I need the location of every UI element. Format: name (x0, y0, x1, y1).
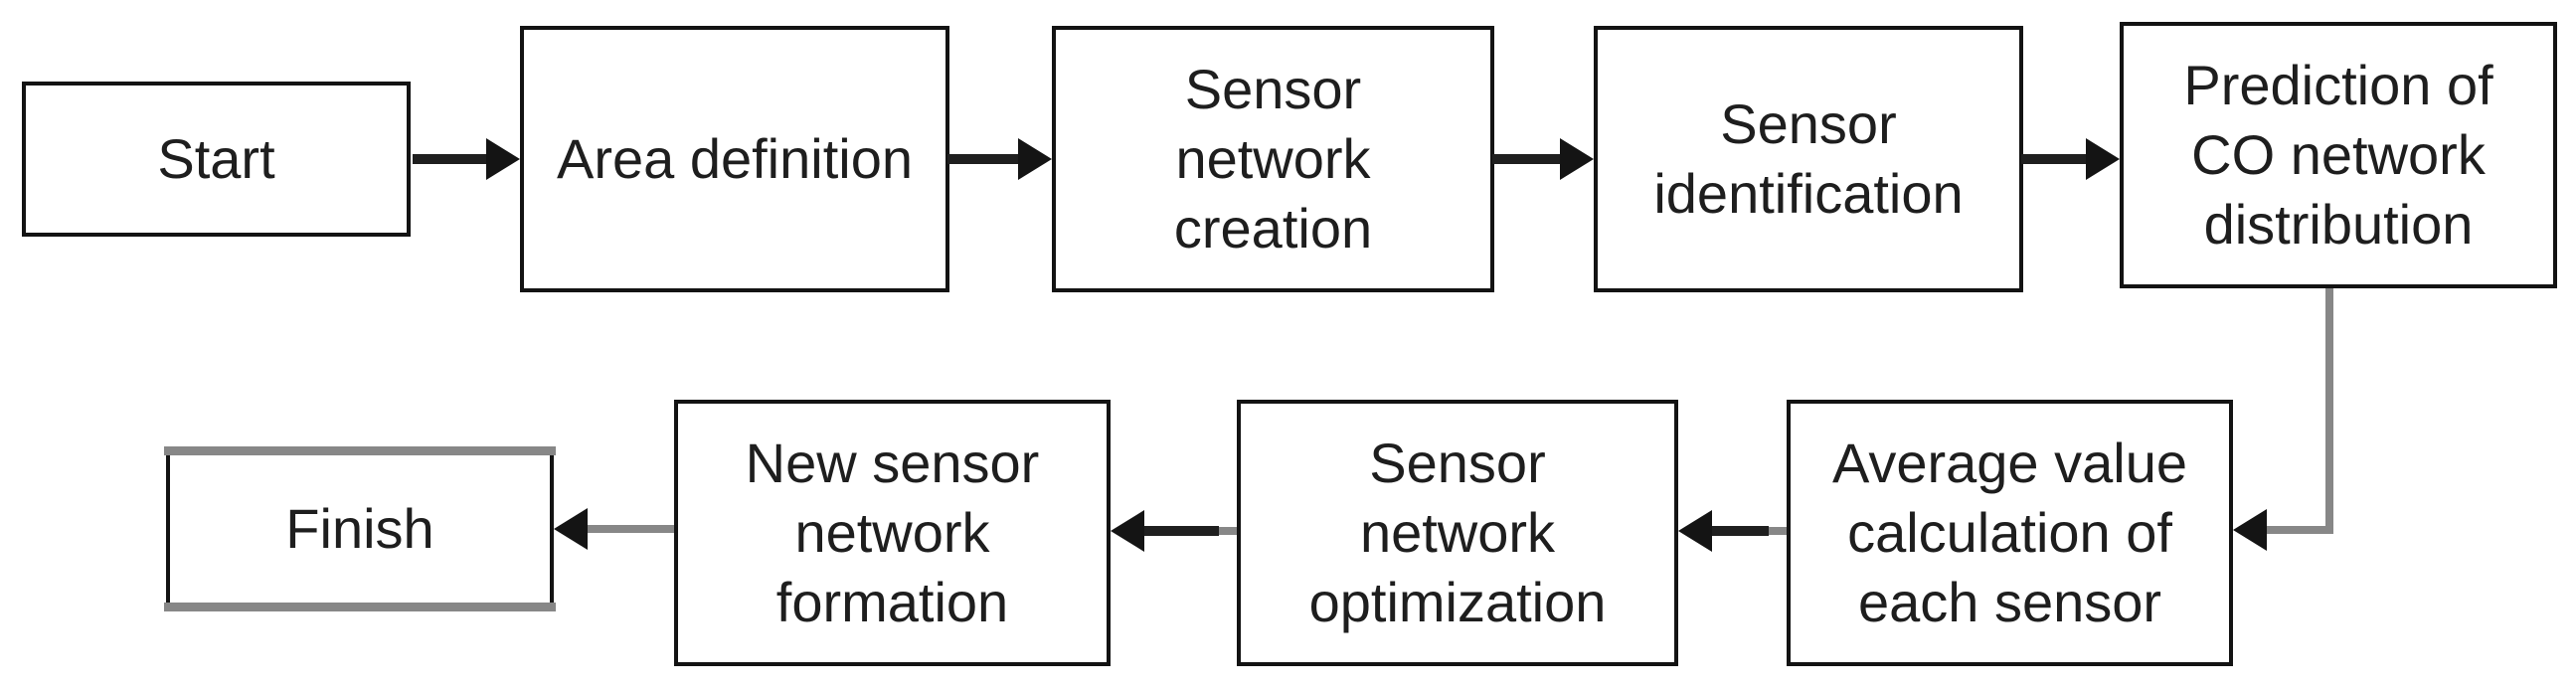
arrow-head-left-icon (554, 508, 588, 550)
node-prediction-co-distribution: Prediction of CO network distribution (2120, 22, 2557, 288)
node-average-value-calculation: Average value calculation of each sensor (1787, 400, 2233, 666)
arrow-shaft (586, 525, 674, 533)
node-prediction-co-distribution-label: Prediction of CO network distribution (2183, 54, 2493, 256)
node-finish-label: Finish (285, 497, 434, 560)
arrow-head-left-icon (1678, 510, 1712, 552)
arrow-shaft (1492, 154, 1562, 164)
arrow-head-right-icon (2086, 138, 2120, 180)
arrow-head-right-icon (486, 138, 520, 180)
arrow-shaft (947, 154, 1020, 164)
arrow-shaft (2021, 154, 2088, 164)
node-average-value-calculation-label: Average value calculation of each sensor (1832, 432, 2187, 633)
arrow-shaft (413, 154, 488, 164)
arrow-head-right-icon (1560, 138, 1594, 180)
arrow-head-left-icon (2233, 509, 2267, 551)
arrow-source-stub (1217, 527, 1237, 535)
arrow-head-left-icon (1111, 510, 1144, 552)
node-new-sensor-network-formation-label: New sensor network formation (745, 432, 1040, 633)
node-area-definition-label: Area definition (556, 127, 913, 190)
node-start: Start (22, 82, 411, 237)
node-finish: Finish (164, 446, 556, 611)
node-sensor-network-creation-label: Sensor network creation (1173, 58, 1373, 260)
arrow-shaft (1142, 526, 1219, 536)
node-sensor-identification-label: Sensor identification (1653, 92, 1964, 225)
node-sensor-identification: Sensor identification (1594, 26, 2023, 292)
arrow-source-stub (1767, 527, 1787, 535)
node-start-label: Start (157, 127, 275, 190)
node-new-sensor-network-formation: New sensor network formation (674, 400, 1111, 666)
elbow-vertical-segment (2325, 288, 2333, 534)
node-sensor-network-optimization-label: Sensor network optimization (1308, 432, 1607, 633)
elbow-horizontal-segment (2265, 526, 2333, 534)
node-sensor-network-optimization: Sensor network optimization (1237, 400, 1678, 666)
arrow-shaft (1710, 526, 1769, 536)
node-area-definition: Area definition (520, 26, 949, 292)
arrow-head-right-icon (1018, 138, 1052, 180)
node-sensor-network-creation: Sensor network creation (1052, 26, 1494, 292)
